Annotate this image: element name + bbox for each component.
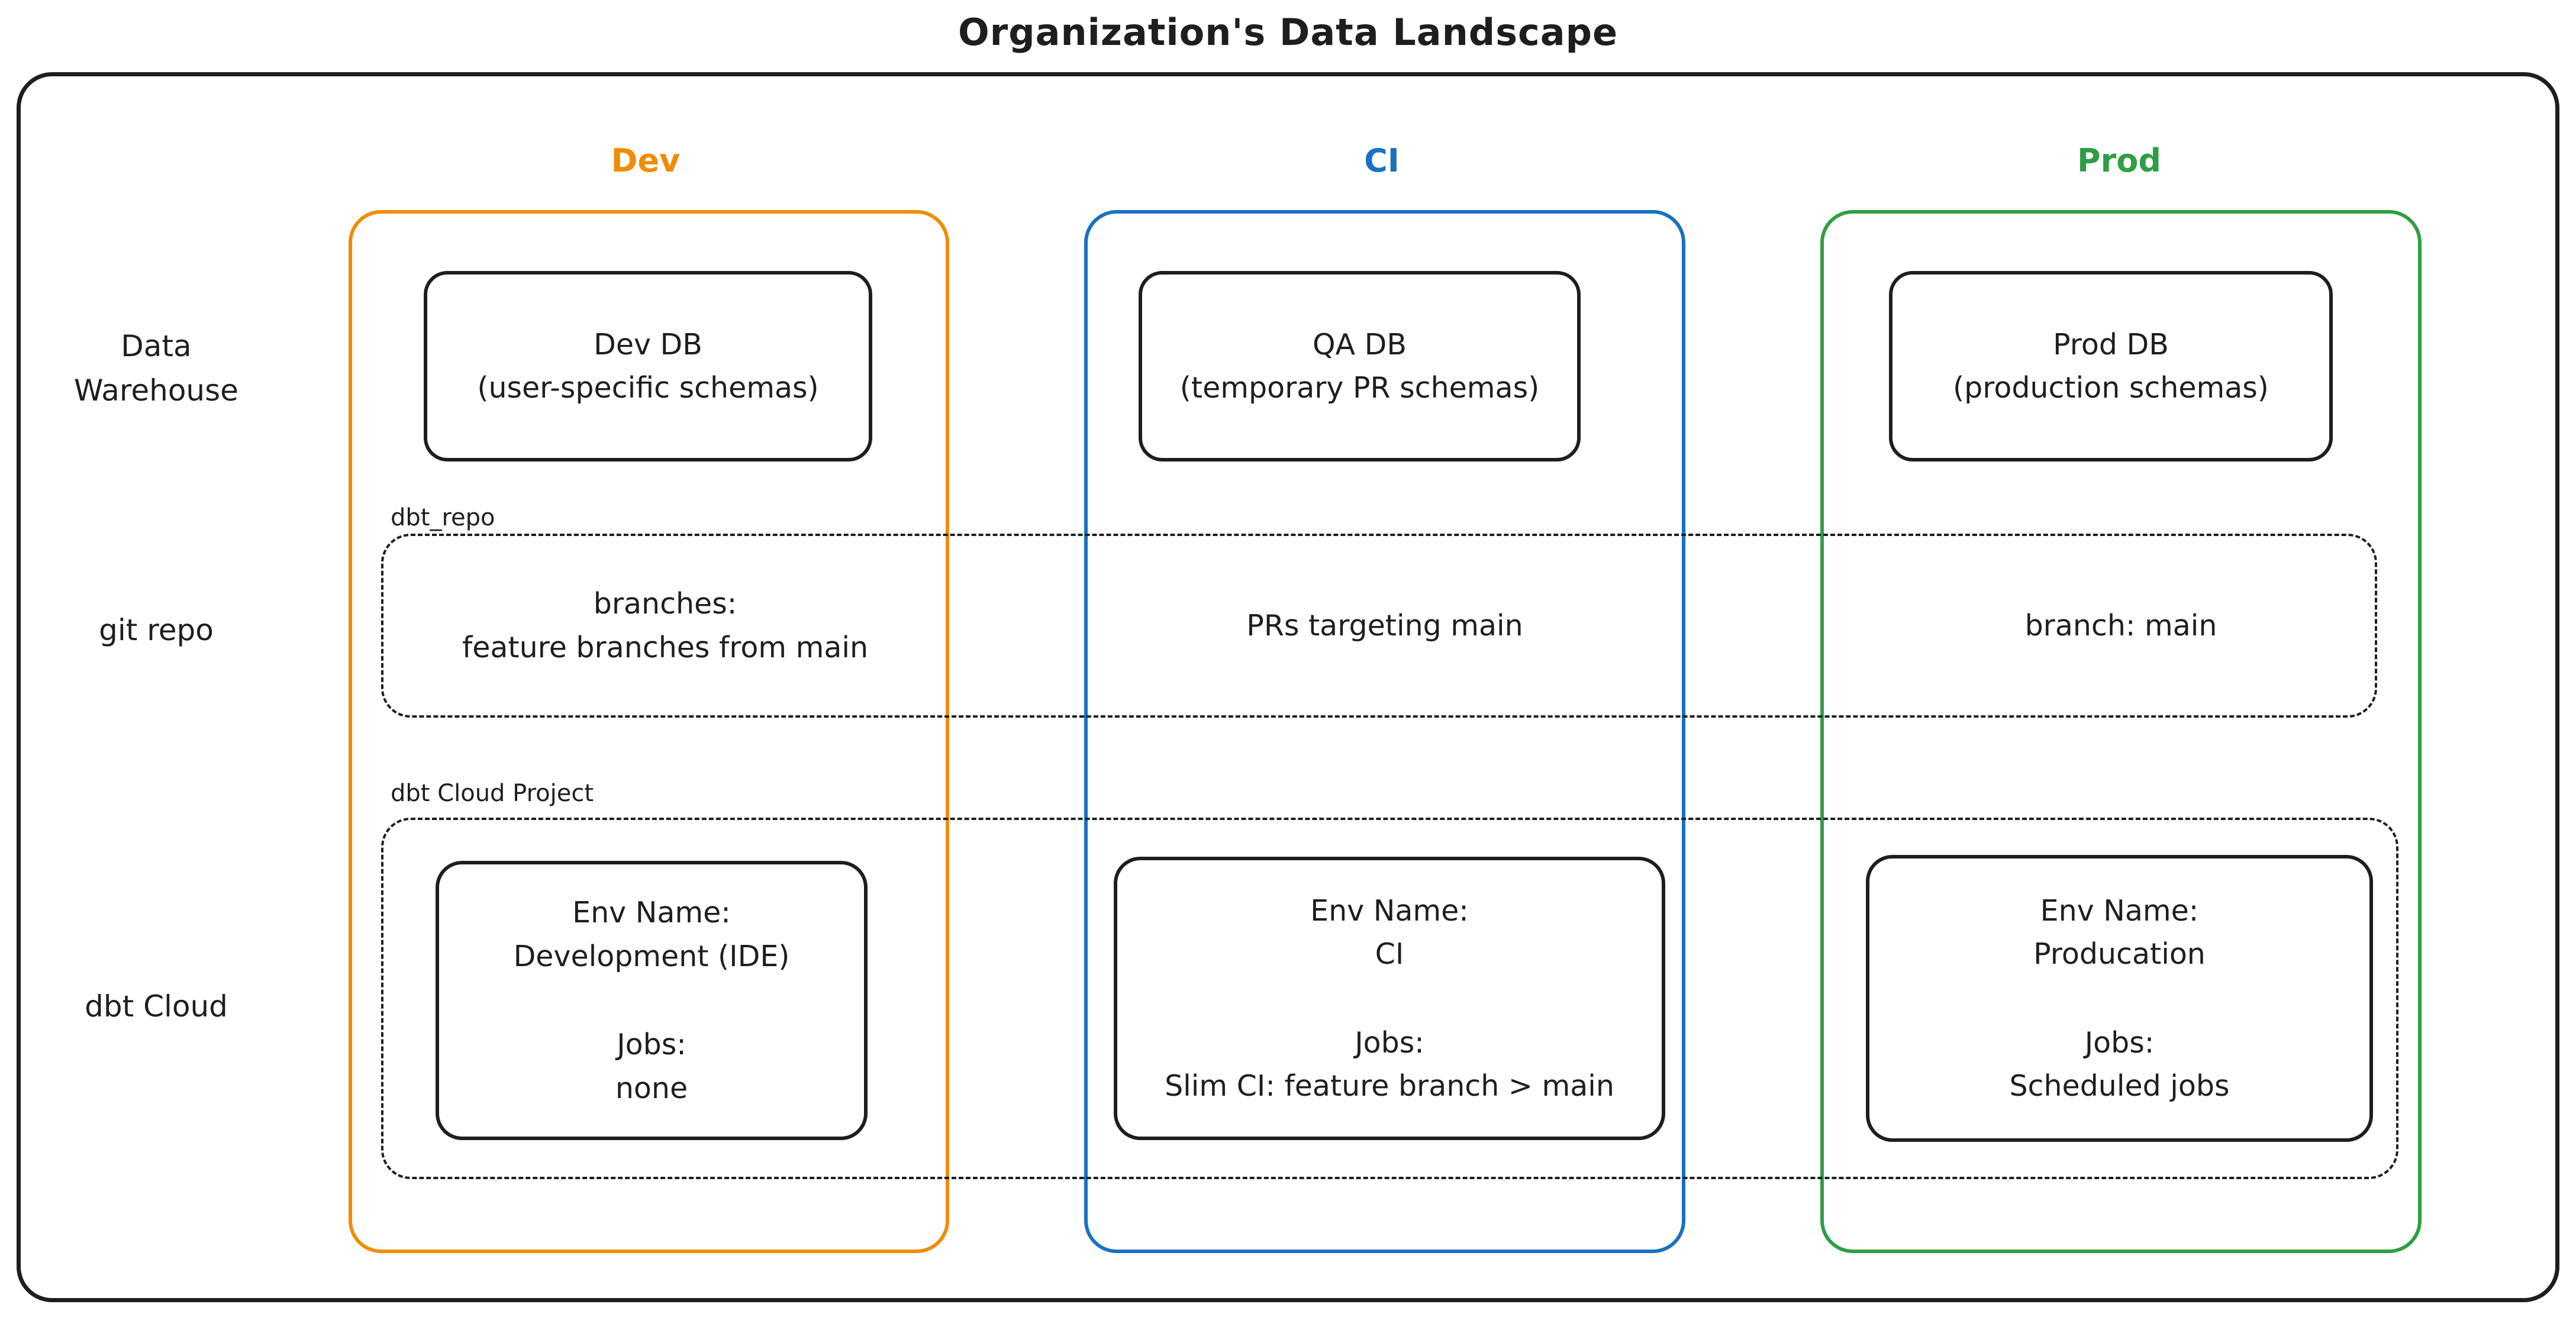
qa-db-name: QA DB <box>1312 327 1407 361</box>
ci-jobs-value: Slim CI: feature branch > main <box>1165 1069 1614 1103</box>
dbt-env-box-prod: Env Name: Producation Jobs: Scheduled jo… <box>1866 855 2373 1142</box>
dbt-env-box-ci: Env Name: CI Jobs: Slim CI: feature bran… <box>1114 857 1665 1140</box>
diagram-title: Organization's Data Landscape <box>957 11 1619 54</box>
column-frame-prod <box>1820 210 2422 1253</box>
landscape-outer-frame <box>17 72 2559 1302</box>
dev-db-name: Dev DB <box>594 327 702 361</box>
prod-db-box: Prod DB (production schemas) <box>1889 271 2333 461</box>
qa-db-note: (temporary PR schemas) <box>1179 371 1540 405</box>
dev-env-name: Development (IDE) <box>513 939 790 973</box>
column-frame-ci <box>1084 210 1685 1253</box>
dbt-cloud-project-label: dbt Cloud Project <box>391 780 594 807</box>
prod-jobs-value: Scheduled jobs <box>2009 1069 2230 1103</box>
dev-db-note: (user-specific schemas) <box>477 371 819 405</box>
dev-db-box: Dev DB (user-specific schemas) <box>424 271 872 461</box>
ci-env-label: Env Name: <box>1310 893 1469 928</box>
git-cell-ci: PRs targeting main <box>1246 608 1523 643</box>
prod-env-name: Producation <box>2033 937 2206 971</box>
column-header-dev: Dev <box>611 142 681 179</box>
dev-env-label: Env Name: <box>572 896 731 929</box>
prod-db-note: (production schemas) <box>1953 371 2269 405</box>
dbt-cloud-project-dashed-frame <box>381 818 2398 1179</box>
row-label-git-repo: git repo <box>99 613 214 647</box>
ci-env-name: CI <box>1375 937 1404 971</box>
column-header-ci: CI <box>1364 142 1400 179</box>
git-cell-prod: branch: main <box>2024 608 2217 643</box>
dbt-env-box-dev: Env Name: Development (IDE) Jobs: none <box>436 861 868 1140</box>
ci-jobs-label: Jobs: <box>1355 1025 1424 1060</box>
prod-db-name: Prod DB <box>2053 327 2169 361</box>
column-frame-dev <box>349 210 949 1253</box>
dev-jobs-value: none <box>615 1071 688 1105</box>
dev-jobs-label: Jobs: <box>617 1028 686 1061</box>
dbt-repo-dashed-frame <box>381 534 2377 718</box>
row-label-dbt-cloud: dbt Cloud <box>85 989 228 1024</box>
git-cell-dev: branches: feature branches from main <box>462 587 869 664</box>
qa-db-box: QA DB (temporary PR schemas) <box>1139 271 1581 461</box>
row-label-data-warehouse: Data Warehouse <box>74 329 238 408</box>
column-header-prod: Prod <box>2077 142 2161 179</box>
prod-env-label: Env Name: <box>2040 893 2199 928</box>
prod-jobs-label: Jobs: <box>2084 1025 2155 1060</box>
dbt-repo-label: dbt_repo <box>391 504 495 531</box>
